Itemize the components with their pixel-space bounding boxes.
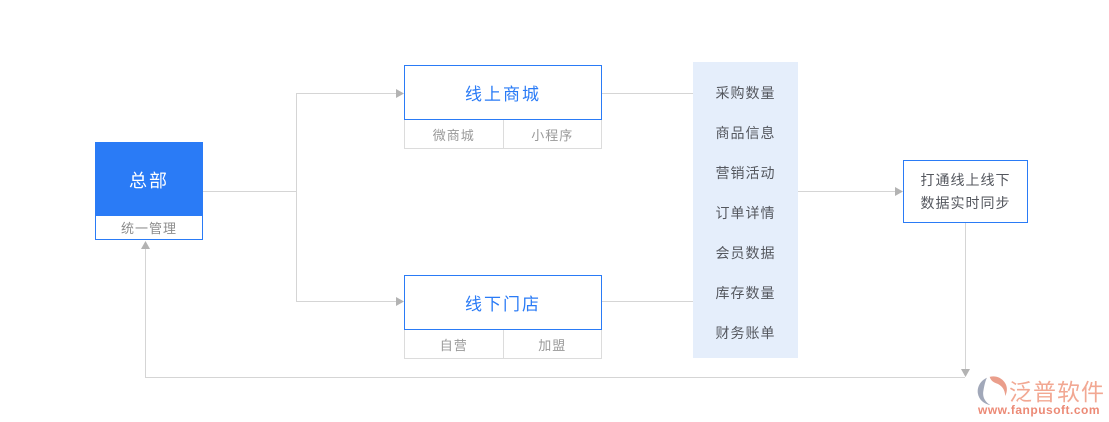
panel-item-member-data: 会员数据 [715,245,776,261]
panel-item-inventory: 库存数量 [715,285,776,301]
panel-item-product-info: 商品信息 [715,125,776,141]
headquarters-subtitle: 统一管理 [120,221,177,236]
node-sync-result: 打通线上线下 数据实时同步 [903,160,1028,223]
arrowhead-to-offline-icon [396,297,404,306]
arrowhead-to-online-icon [396,89,404,98]
arrowhead-to-result-icon [895,187,903,196]
channel-self-operated: 自营 [405,330,504,358]
node-offline-store: 线下门店 [404,275,602,330]
sync-result-line2: 数据实时同步 [920,194,1011,211]
online-mall-title: 线上商城 [465,85,541,104]
panel-item-finance-bill: 财务账单 [715,325,776,341]
node-headquarters: 总部 统一管理 [95,142,203,240]
panel-item-marketing: 营销活动 [715,165,776,181]
panel-item-purchase-quantity: 采购数量 [715,85,776,101]
arrowhead-up-to-hq-icon [141,241,150,249]
vendor-name: 泛普软件 [1009,379,1105,405]
fanpu-logo-icon [977,376,1007,406]
offline-store-channels: 自营 加盟 [404,330,602,359]
data-sync-panel: 采购数量 商品信息 营销活动 订单详情 会员数据 库存数量 财务账单 [693,62,798,358]
online-mall-channels: 微商城 小程序 [404,120,602,149]
headquarters-title: 总部 [96,143,202,216]
node-online-mall: 线上商城 [404,65,602,120]
channel-wechat-mall: 微商城 [405,120,504,148]
vendor-url: www.fanpusoft.com [978,403,1101,417]
channel-franchise: 加盟 [538,337,567,353]
arrowhead-down-icon [961,369,970,377]
panel-item-order-details: 订单详情 [715,205,776,221]
channel-mini-program: 小程序 [531,127,574,143]
vendor-watermark: 泛普软件 www.fanpusoft.com [976,372,1108,420]
sync-result-line1: 打通线上线下 [920,171,1011,188]
offline-store-title: 线下门店 [465,295,541,314]
